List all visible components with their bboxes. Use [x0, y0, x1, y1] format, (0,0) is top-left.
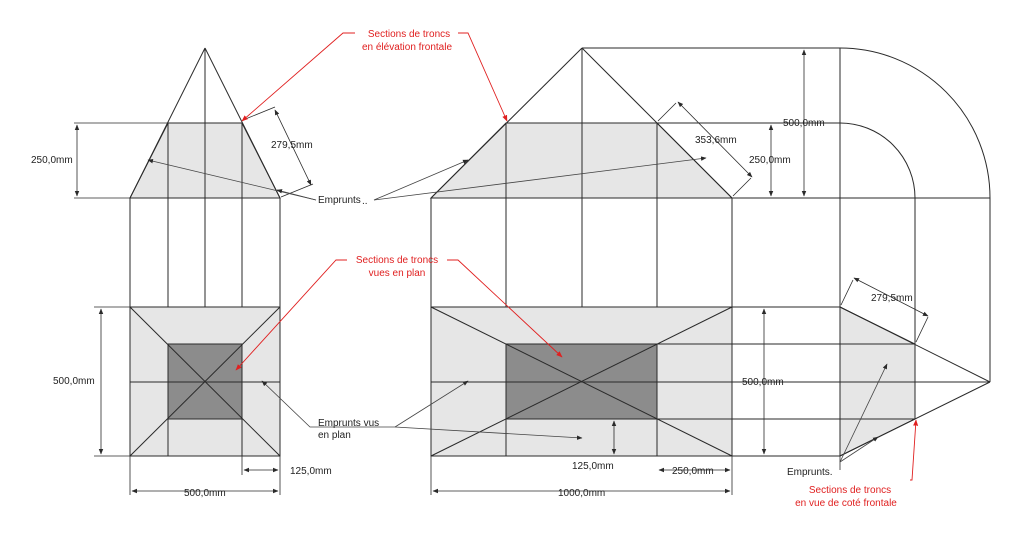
right-plan-view [430, 306, 991, 495]
dim-right-width: 1000,0mm [558, 488, 605, 499]
dim-right-inner-width: 250,0mm [672, 466, 714, 477]
left-dimensions [74, 106, 314, 494]
label-side-line2: en vue de coté frontale [795, 498, 897, 509]
dim-left-width: 500,0mm [184, 488, 226, 499]
dim-left-slant: 279,5mm [271, 140, 313, 151]
left-front-elevation [74, 47, 281, 456]
label-emprunts-top: Emprunts [318, 195, 361, 206]
label-front-elevation-line2: en élévation frontale [362, 42, 453, 53]
dim-right-slant-top: 353,6mm [695, 135, 737, 146]
dim-right-height-top: 250,0mm [749, 155, 791, 166]
leader-lines [147, 156, 888, 463]
dim-right-offset: 125,0mm [572, 461, 614, 472]
dim-left-plan-height: 500,0mm [53, 376, 95, 387]
annotation-text: Sections de troncs en élévation frontale… [31, 29, 913, 509]
label-plan-line2: vues en plan [369, 268, 426, 279]
dim-left-height-top: 250,0mm [31, 155, 73, 166]
label-emprunts-plan-line1: Emprunts vus [318, 418, 379, 429]
red-leader-lines [235, 32, 919, 481]
label-emprunts-plan-line2: en plan [318, 430, 351, 441]
label-front-elevation-line1: Sections de troncs [368, 29, 450, 40]
dim-right-height-total: 500,0mm [783, 118, 825, 129]
dim-left-offset: 125,0mm [290, 466, 332, 477]
left-plan-view [94, 306, 281, 495]
dim-right-plan-height: 500,0mm [742, 377, 784, 388]
label-emprunts-side: Emprunts. [787, 467, 833, 478]
label-emprunts-dots: .. [362, 196, 368, 207]
label-side-line1: Sections de troncs [809, 485, 891, 496]
label-plan-line1: Sections de troncs [356, 255, 438, 266]
dim-right-side-slant: 279,5mm [871, 293, 913, 304]
right-dimensions [432, 49, 929, 494]
